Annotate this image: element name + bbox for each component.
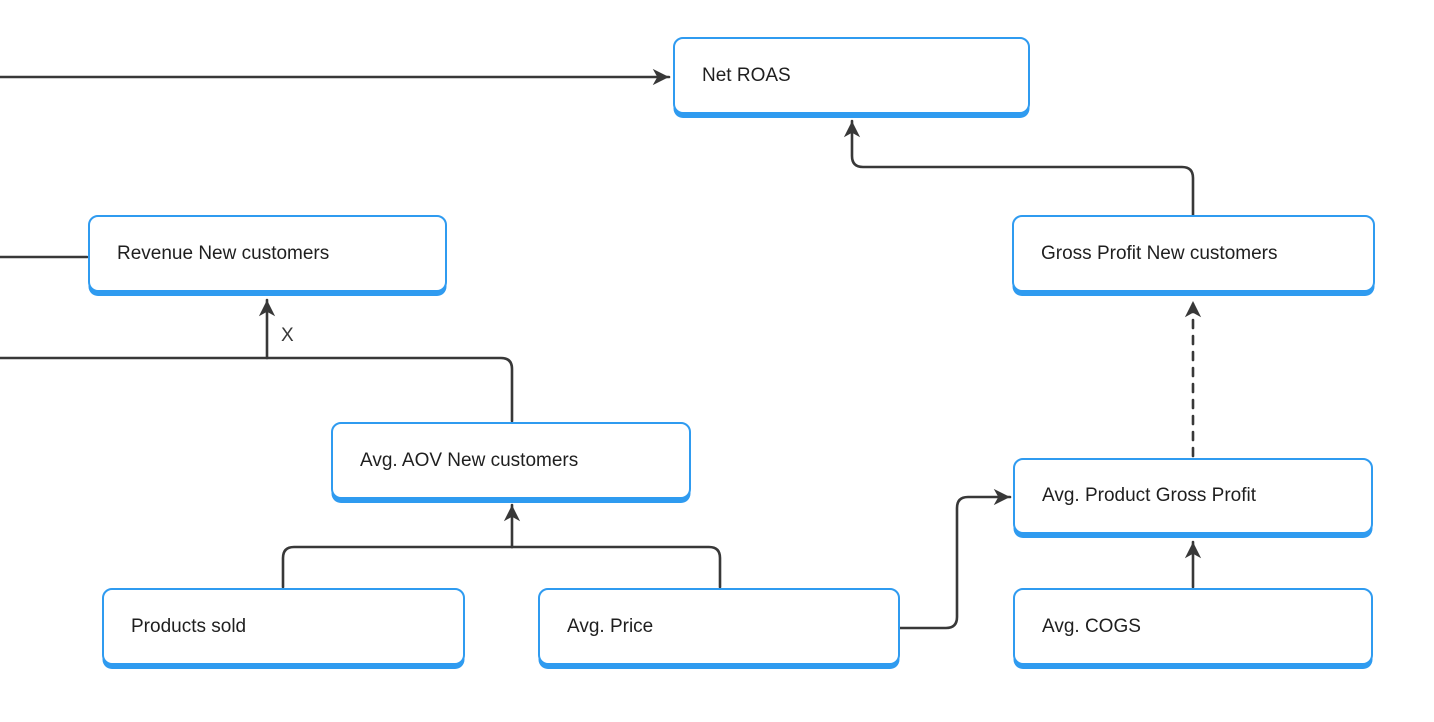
edge-avg-price-branch xyxy=(510,545,722,589)
node-avg-price[interactable]: Avg. Price xyxy=(538,588,900,665)
edge-gross-profit-to-net-roas xyxy=(843,119,1195,217)
node-net-roas-label: Net ROAS xyxy=(702,64,791,86)
node-products-sold[interactable]: Products sold xyxy=(102,588,465,665)
node-avg-aov-new-customers[interactable]: Avg. AOV New customers xyxy=(331,422,691,499)
node-revenue-new-customers[interactable]: Revenue New customers xyxy=(88,215,447,292)
edge-left-and-aov-trunk xyxy=(0,356,514,423)
node-gross-profit-new-customers[interactable]: Gross Profit New customers xyxy=(1012,215,1375,292)
node-avg-product-gross-profit[interactable]: Avg. Product Gross Profit xyxy=(1013,458,1373,534)
node-net-roas[interactable]: Net ROAS xyxy=(673,37,1030,114)
multiply-operator-label: X xyxy=(281,325,294,346)
node-products-sold-label: Products sold xyxy=(131,615,247,637)
node-avg-cogs-label: Avg. COGS xyxy=(1042,615,1141,637)
node-gross-profit-new-customers-label: Gross Profit New customers xyxy=(1041,242,1278,264)
node-avg-aov-new-customers-label: Avg. AOV New customers xyxy=(360,449,579,471)
node-avg-cogs[interactable]: Avg. COGS xyxy=(1013,588,1373,665)
node-revenue-new-customers-label: Revenue New customers xyxy=(117,242,330,264)
node-avg-price-label: Avg. Price xyxy=(567,615,654,637)
edge-products-sold-branch xyxy=(281,545,514,589)
node-avg-product-gross-profit-label: Avg. Product Gross Profit xyxy=(1042,485,1257,506)
edge-avg-price-to-product-gross-profit xyxy=(898,488,1012,630)
